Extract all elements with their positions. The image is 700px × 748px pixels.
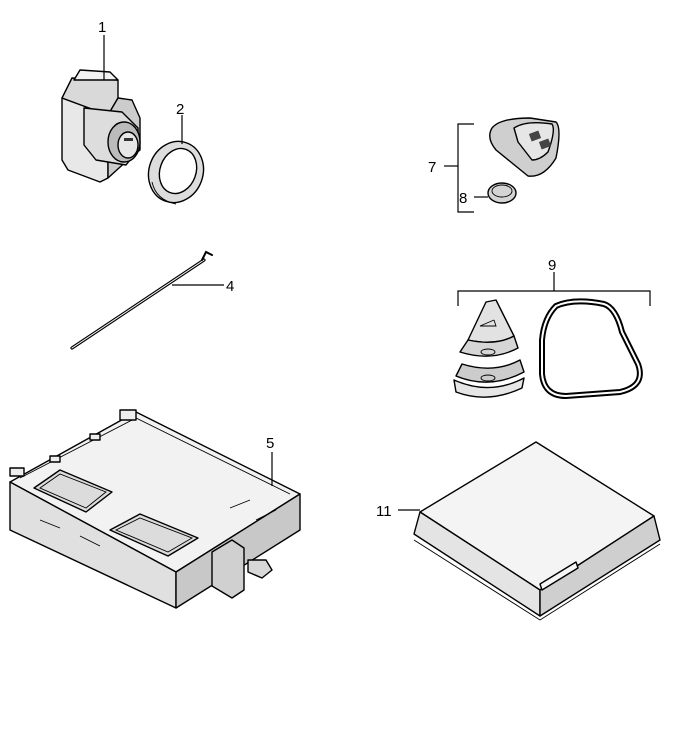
callout-9: 9	[548, 257, 556, 274]
callout-2: 2	[176, 101, 184, 118]
callout-5: 5	[266, 435, 274, 452]
callout-8: 8	[459, 190, 467, 207]
coin-battery-icon	[487, 182, 517, 204]
rod-icon	[70, 250, 213, 350]
module-box-icon	[413, 441, 661, 621]
callout-7: 7	[428, 159, 436, 176]
control-unit-icon	[9, 409, 301, 609]
key-button-caps-icon	[453, 299, 525, 398]
callout-1: 1	[98, 19, 106, 36]
callout-11: 11	[376, 503, 392, 520]
remote-key-fob-icon	[489, 117, 560, 177]
seal-ring-icon	[147, 140, 205, 205]
lock-cylinder-housing-icon	[61, 69, 141, 183]
key-gasket-icon	[539, 298, 643, 400]
callout-4: 4	[226, 278, 234, 295]
